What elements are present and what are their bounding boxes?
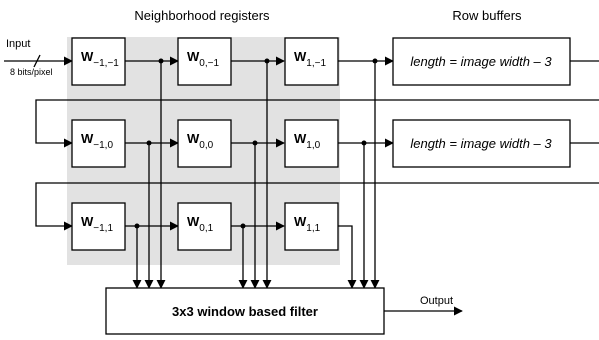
wrap-line-1 bbox=[35, 99, 599, 148]
row3-out-tap bbox=[338, 225, 357, 289]
svg-text:W1,0: W1,0 bbox=[294, 131, 321, 151]
register-w-0-0: W0,0 bbox=[177, 119, 232, 168]
svg-text:W0,1: W0,1 bbox=[187, 214, 214, 234]
input-width-slash bbox=[33, 54, 41, 68]
output-label: Output bbox=[420, 295, 453, 307]
register-w-1-m1: W1,−1 bbox=[284, 37, 339, 86]
neighborhood-registers-heading: Neighborhood registers bbox=[134, 8, 270, 23]
row-buffers-heading: Row buffers bbox=[452, 8, 522, 23]
input-width-label: 8 bits/pixel bbox=[10, 67, 53, 77]
svg-text:W−1,0: W−1,0 bbox=[81, 131, 113, 151]
row-buffer-2: length = image width – 3 bbox=[392, 119, 571, 168]
row-buffer-2-label: length = image width – 3 bbox=[410, 136, 552, 151]
register-w-0-m1: W0,−1 bbox=[177, 37, 232, 86]
row-buffer-1: length = image width – 3 bbox=[392, 37, 571, 86]
filter-label: 3x3 window based filter bbox=[172, 304, 318, 319]
window-filter-block: 3x3 window based filter bbox=[105, 287, 385, 335]
register-w-1-1: W1,1 bbox=[284, 202, 339, 251]
wrap-line-2 bbox=[35, 182, 599, 231]
register-w-m1-m1: W−1,−1 bbox=[71, 37, 126, 86]
svg-text:W1,1: W1,1 bbox=[294, 214, 321, 234]
svg-text:W−1,−1: W−1,−1 bbox=[81, 49, 119, 69]
svg-text:W0,0: W0,0 bbox=[187, 131, 214, 151]
register-w-0-1: W0,1 bbox=[177, 202, 232, 251]
input-label: Input bbox=[6, 38, 30, 50]
register-w-1-0: W1,0 bbox=[284, 119, 339, 168]
svg-text:W−1,1: W−1,1 bbox=[81, 214, 113, 234]
svg-text:W1,−1: W1,−1 bbox=[294, 49, 326, 69]
svg-text:W0,−1: W0,−1 bbox=[187, 49, 219, 69]
row-buffer-1-label: length = image width – 3 bbox=[410, 54, 552, 69]
register-w-m1-0: W−1,0 bbox=[71, 119, 126, 168]
register-w-m1-1: W−1,1 bbox=[71, 202, 126, 251]
